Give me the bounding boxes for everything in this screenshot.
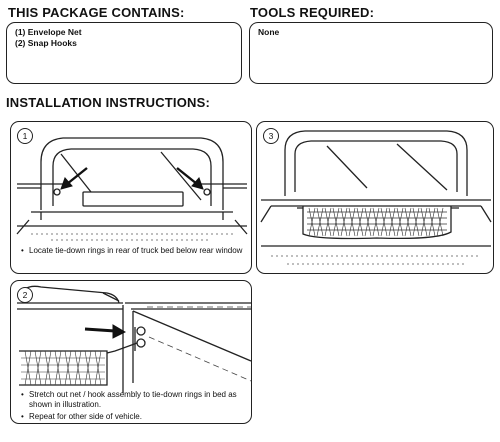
step-number-badge: 3: [263, 128, 279, 144]
tools-required-heading: TOOLS REQUIRED:: [250, 5, 375, 20]
package-item: (1) Envelope Net: [15, 27, 82, 37]
caption-line: Stretch out net / hook assembly to tie-d…: [29, 390, 237, 409]
step-1-caption: •Locate tie-down rings in rear of truck …: [21, 246, 243, 255]
step-3-illustration: [260, 130, 492, 265]
step-number-badge: 1: [17, 128, 33, 144]
tools-required-box: None: [249, 22, 493, 84]
step-1-illustration: [16, 137, 248, 241]
caption-line: Repeat for other side of vehicle.: [29, 412, 142, 421]
caption-line: Locate tie-down rings in rear of truck b…: [29, 246, 243, 255]
step-2-panel: 2 •Stretch out net / hook assembly to ti…: [10, 280, 252, 424]
step-2-illustration: [17, 285, 251, 393]
step-2-caption: •Stretch out net / hook assembly to tie-…: [21, 390, 246, 422]
installation-heading: INSTALLATION INSTRUCTIONS:: [6, 95, 211, 110]
package-item: (2) Snap Hooks: [15, 38, 77, 48]
step-number-badge: 2: [17, 287, 33, 303]
package-contents-box: (1) Envelope Net (2) Snap Hooks: [6, 22, 242, 84]
tool-item: None: [258, 27, 280, 37]
step-1-panel: 1 •Locate tie-down rings in rear of truc…: [10, 121, 252, 274]
package-contents-heading: THIS PACKAGE CONTAINS:: [8, 5, 185, 20]
step-3-panel: 3: [256, 121, 494, 274]
